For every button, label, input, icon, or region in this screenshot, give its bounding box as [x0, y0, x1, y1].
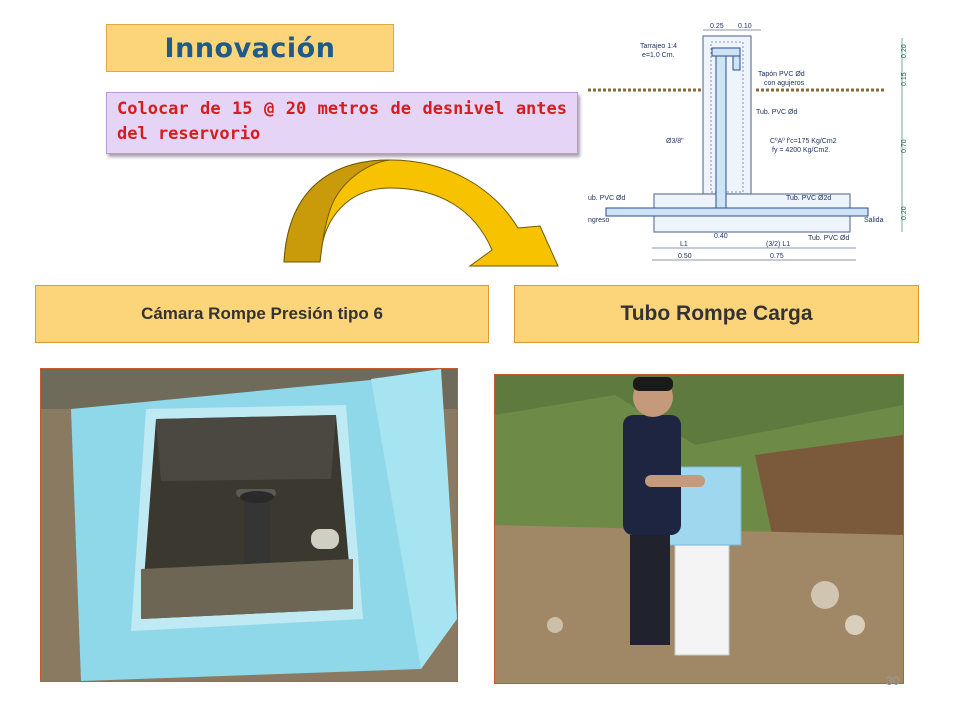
concrete-label-1: CºAº f'c=175 Kg/Cm2	[770, 138, 837, 145]
outlet-label: Salida	[864, 217, 884, 224]
tarrajeo-label-1: Tarrajeo 1:4	[640, 43, 677, 50]
dim-050: 0.50	[678, 253, 692, 260]
cap-drop-pipe	[732, 55, 741, 71]
v-020-top: 0.20	[901, 44, 908, 58]
rebar-label: Ø3/8"	[666, 138, 684, 145]
dim-040: 0.40	[714, 233, 728, 240]
dim-075: 0.75	[770, 253, 784, 260]
vertical-pipe	[715, 47, 727, 211]
chamber-label: Cámara Rompe Presión tipo 6	[35, 285, 489, 343]
top-cap	[711, 47, 741, 57]
horizontal-pipe	[605, 207, 869, 217]
dim-top-2: 0.10	[738, 23, 752, 30]
pipe-bottom-label: Tub. PVC Ød	[808, 235, 849, 242]
inlet-pipe-label: ub. PVC Ød	[588, 195, 625, 202]
chamber-photo	[40, 368, 458, 682]
slide-title: Innovación	[106, 24, 394, 72]
pipe-photo	[494, 374, 904, 684]
pipe-structure-diagram: 0.25 0.10 Tarrajeo 1:4 e=1.0 Cm. Tapón P…	[588, 23, 908, 261]
tarrajeo-label-2: e=1.0 Cm.	[642, 52, 675, 59]
v-070: 0.70	[901, 139, 908, 153]
pipe-label: Tubo Rompe Carga	[514, 285, 919, 343]
column-wall	[702, 35, 752, 195]
dim-top-1: 0.25	[710, 23, 724, 30]
page-number: 30	[886, 674, 900, 688]
tapon-label-2: con agujeros	[764, 80, 805, 87]
installation-note: Colocar de 15 @ 20 metros de desnivel an…	[106, 92, 578, 154]
l1-label: L1	[680, 241, 688, 248]
tub-pvc-label: Tub. PVC Ød	[756, 109, 797, 116]
column-inner	[710, 41, 744, 193]
v-020-bottom: 0.20	[901, 206, 908, 220]
pipe-2d-label: Tub. PVC Ø2d	[786, 195, 831, 202]
v-015: 0.15	[901, 72, 908, 86]
tapon-label-1: Tapón PVC Ød	[758, 71, 805, 78]
concrete-label-2: fy = 4200 Kg/Cm2.	[772, 147, 830, 154]
l1-32-label: (3/2) L1	[766, 241, 790, 248]
inlet-label: ngreso	[588, 217, 610, 224]
curved-arrow-icon	[283, 159, 559, 267]
